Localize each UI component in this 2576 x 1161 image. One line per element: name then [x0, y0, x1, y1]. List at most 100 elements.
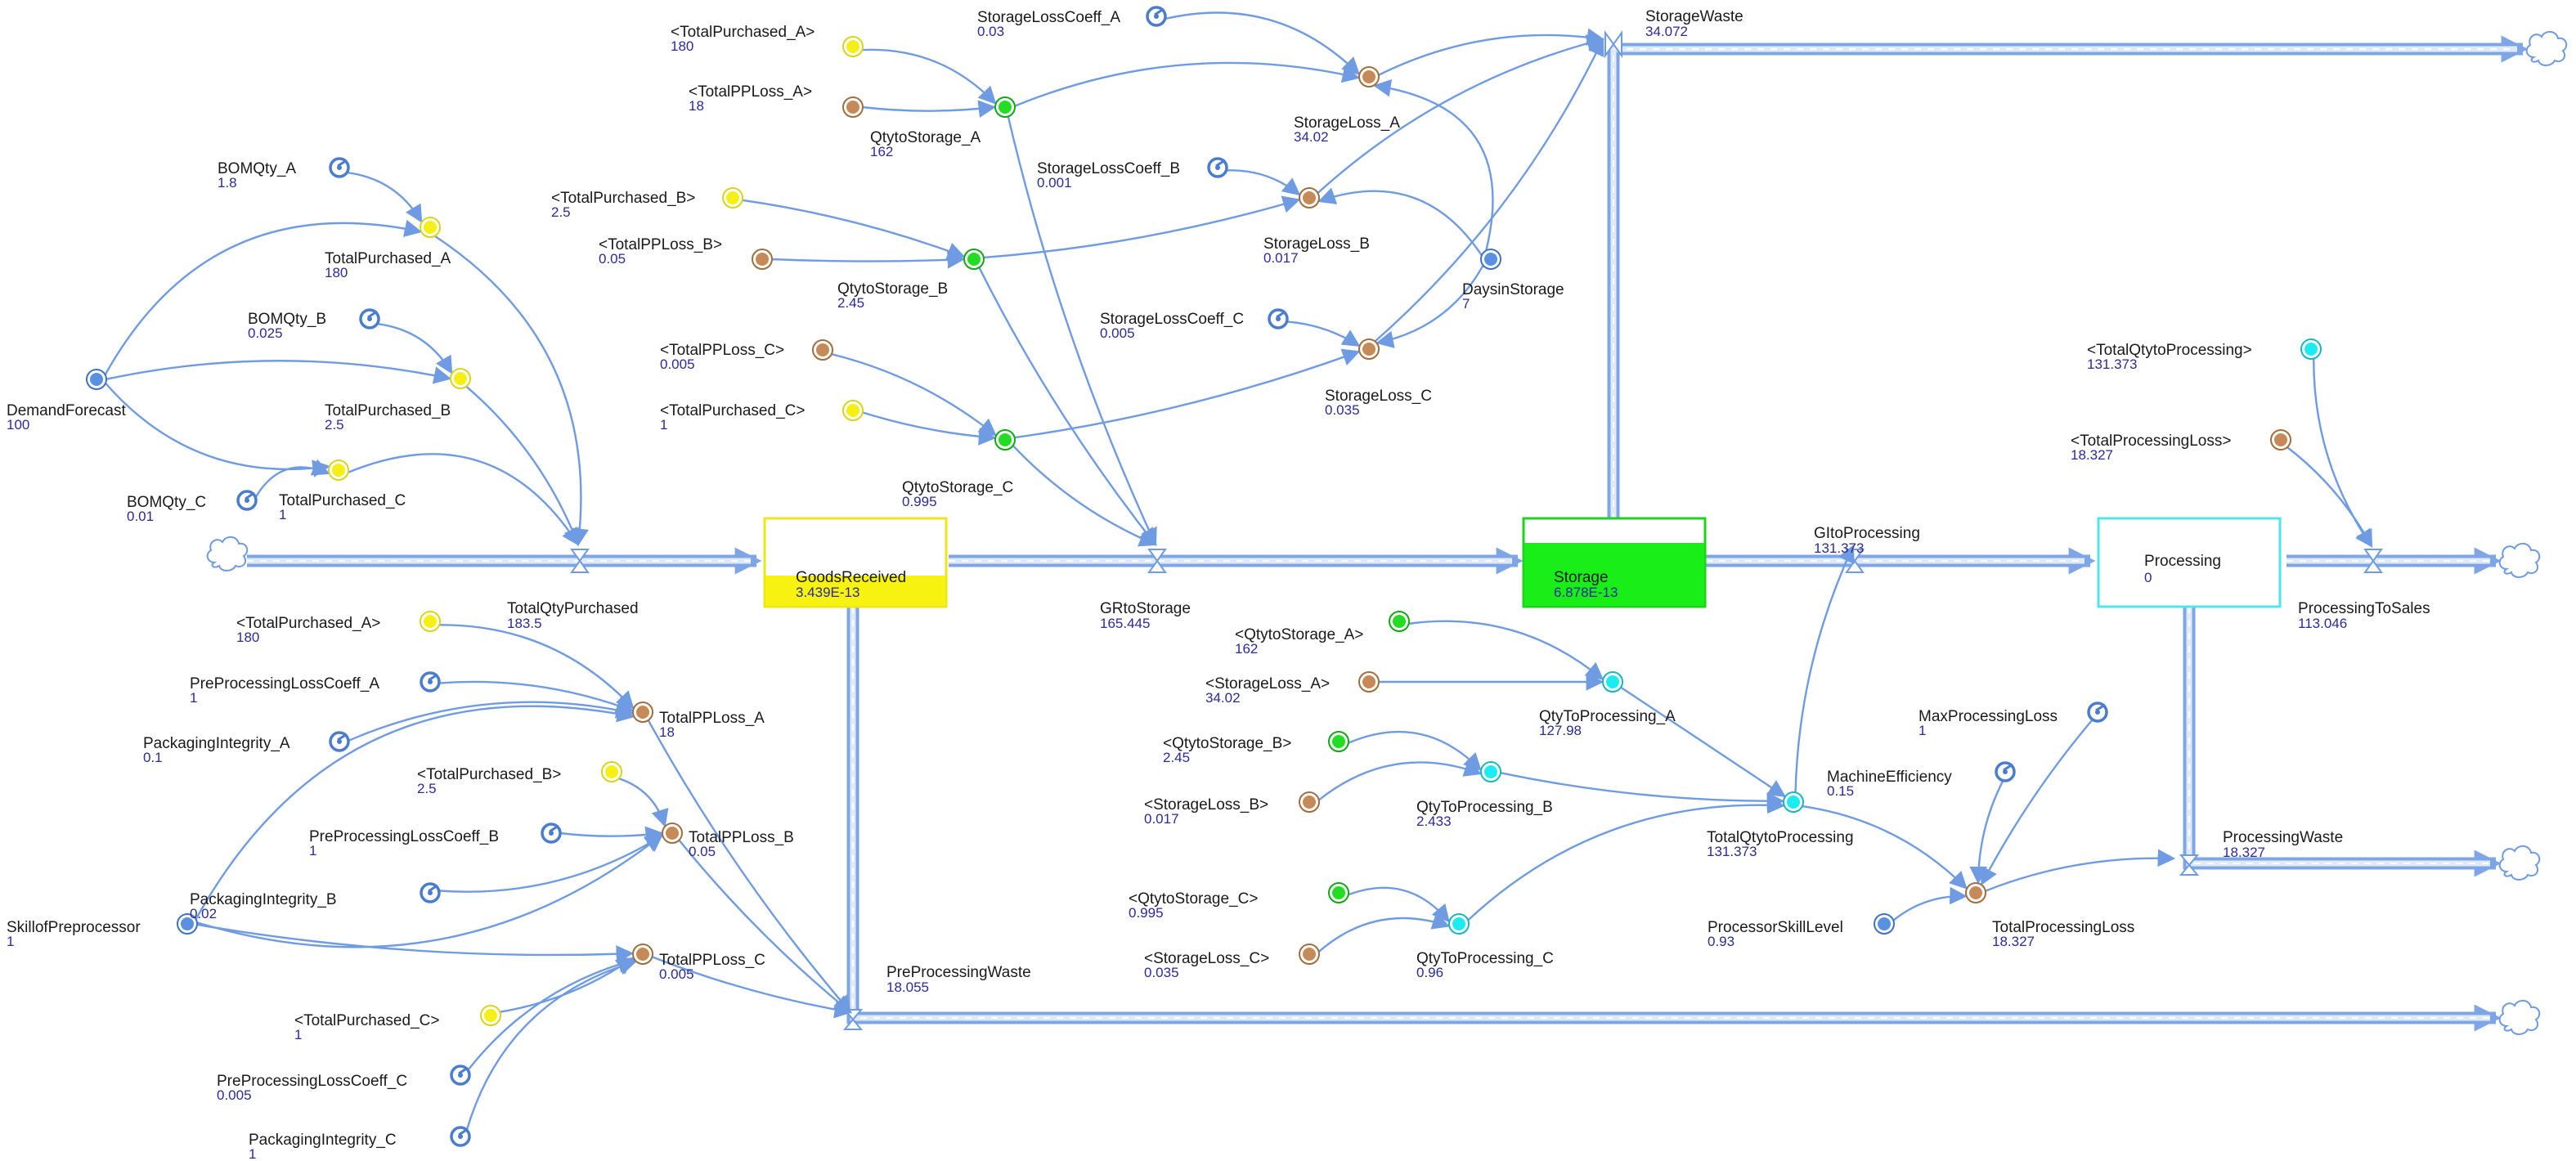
- pplcA-value: 1: [190, 690, 197, 706]
- bomC-constant-icon[interactable]: [236, 490, 258, 511]
- qtpA-node[interactable]: [1602, 671, 1623, 693]
- causal-link-15: [770, 251, 966, 269]
- causal-link-26: [1012, 444, 1157, 547]
- pplB-node[interactable]: [662, 823, 683, 844]
- mpl-constant-icon[interactable]: [2087, 702, 2108, 723]
- qsA-label: QtytoStorage_A: [870, 129, 981, 146]
- s_tpA-value: 180: [671, 38, 693, 54]
- tqtp-value: 131.373: [1707, 844, 1757, 859]
- tpC-value: 1: [279, 507, 286, 522]
- causal-link-60: [1892, 886, 1968, 922]
- flow-value-preprocessing-waste: 18.055: [886, 979, 929, 995]
- labels: GoodsReceived 3.439E-13 Storage 6.878E-1…: [7, 8, 2430, 1161]
- s2_tpC-label: <TotalPurchased_C>: [294, 1012, 439, 1029]
- s_slB-node[interactable]: [1299, 791, 1320, 813]
- tqtp-node[interactable]: [1783, 791, 1804, 813]
- pplcB-constant-icon[interactable]: [541, 823, 562, 844]
- tpA-node[interactable]: [420, 217, 441, 238]
- s_tpC-node[interactable]: [842, 400, 864, 421]
- df-label: DemandForecast: [7, 402, 126, 419]
- s2_tpA-node[interactable]: [420, 611, 441, 632]
- tqtp-label: TotalQtytoProcessing: [1707, 829, 1854, 846]
- s_pplB-node[interactable]: [752, 249, 773, 270]
- s_slA-node[interactable]: [1358, 671, 1380, 693]
- bomA-constant-icon[interactable]: [329, 157, 350, 178]
- pplcB-value: 1: [309, 843, 316, 858]
- stock-goods-received[interactable]: [763, 517, 948, 608]
- qtpB-value: 2.433: [1416, 814, 1452, 829]
- s_pplC-node[interactable]: [812, 339, 833, 361]
- piA-constant-icon[interactable]: [329, 731, 350, 752]
- qsB-node[interactable]: [963, 249, 985, 270]
- tpB-node[interactable]: [450, 368, 471, 389]
- s_tpl-node[interactable]: [2270, 429, 2291, 451]
- stock-processing[interactable]: [2097, 517, 2282, 608]
- slB-label: StorageLoss_B: [1263, 235, 1370, 253]
- df-node[interactable]: [86, 369, 107, 390]
- tpA-label: TotalPurchased_A: [325, 250, 451, 267]
- s_qsB-node[interactable]: [1328, 731, 1349, 752]
- s_slC-node[interactable]: [1299, 944, 1320, 965]
- sop-node[interactable]: [177, 913, 198, 935]
- preprocessing-waste-cloud-icon: [2498, 999, 2541, 1035]
- slA-node[interactable]: [1358, 66, 1380, 87]
- stock-label-processing: Processing: [2144, 553, 2221, 570]
- pplC-node[interactable]: [632, 944, 653, 965]
- s_pplB-label: <TotalPPLoss_B>: [599, 236, 722, 253]
- valve-purchase-icon[interactable]: [570, 549, 590, 573]
- causal-link-18: [1317, 187, 1483, 258]
- s2_tpB-node[interactable]: [601, 761, 622, 782]
- slB-node[interactable]: [1299, 187, 1320, 208]
- slcC-constant-icon[interactable]: [1268, 308, 1289, 329]
- qtpC-node[interactable]: [1448, 913, 1470, 935]
- pplcC-constant-icon[interactable]: [450, 1065, 471, 1086]
- s_qsA-node[interactable]: [1389, 611, 1410, 632]
- slcB-constant-icon[interactable]: [1207, 157, 1228, 178]
- s_pplA-node[interactable]: [842, 96, 864, 118]
- slC-node[interactable]: [1358, 338, 1380, 360]
- qsC-label: QtytoStorage_C: [902, 479, 1013, 496]
- causal-link-49: [1347, 730, 1482, 772]
- pplcA-constant-icon[interactable]: [420, 671, 441, 693]
- tpC-node[interactable]: [328, 459, 349, 481]
- psl-node[interactable]: [1874, 913, 1895, 935]
- valve-storage-waste-icon[interactable]: [1604, 29, 1622, 59]
- pplB-value: 0.05: [689, 844, 716, 859]
- me-constant-icon[interactable]: [1995, 761, 2016, 782]
- valve-processing-waste-icon[interactable]: [2179, 854, 2200, 876]
- s2_tpC-node[interactable]: [480, 1005, 501, 1026]
- dis-value: 7: [1462, 296, 1470, 312]
- valve-processing-sales-icon[interactable]: [2363, 549, 2383, 573]
- causal-link-6: [433, 234, 589, 547]
- bomB-constant-icon[interactable]: [359, 308, 380, 329]
- s_tpA-label: <TotalPurchased_A>: [671, 24, 815, 41]
- piB-constant-icon[interactable]: [420, 882, 441, 903]
- piC-constant-icon[interactable]: [450, 1126, 471, 1147]
- stock-label-goods-received: GoodsReceived: [796, 569, 906, 586]
- s_tqtp-node[interactable]: [2300, 338, 2322, 360]
- qtpB-node[interactable]: [1480, 761, 1501, 782]
- slcB-value: 0.001: [1037, 175, 1072, 191]
- tpB-label: TotalPurchased_B: [325, 402, 451, 419]
- dis-node[interactable]: [1480, 249, 1501, 270]
- qsA-node[interactable]: [994, 96, 1016, 118]
- s_tqtp-value: 131.373: [2087, 356, 2137, 372]
- causal-link-11: [1165, 11, 1361, 75]
- pplA-node[interactable]: [632, 702, 653, 723]
- s_tpB-node[interactable]: [722, 187, 743, 208]
- s_tpB-value: 2.5: [551, 204, 571, 220]
- s_qsC-node[interactable]: [1328, 882, 1349, 903]
- tpl-node[interactable]: [1965, 882, 1986, 903]
- slcA-constant-icon[interactable]: [1146, 6, 1167, 27]
- causal-link-34: [348, 701, 635, 742]
- valve-gr-storage-icon[interactable]: [1147, 549, 1167, 573]
- piA-label: PackagingIntegrity_A: [143, 735, 290, 752]
- qsC-node[interactable]: [994, 429, 1016, 451]
- causal-link-30: [2313, 357, 2373, 548]
- causal-link-55: [1466, 796, 1785, 922]
- stock-value-storage: 6.878E-13: [1554, 585, 1618, 600]
- bomA-label: BOMQty_A: [218, 160, 296, 177]
- s2_tpA-value: 180: [236, 630, 259, 645]
- stock-storage[interactable]: [1522, 517, 1707, 608]
- s_tpA-node[interactable]: [842, 36, 864, 57]
